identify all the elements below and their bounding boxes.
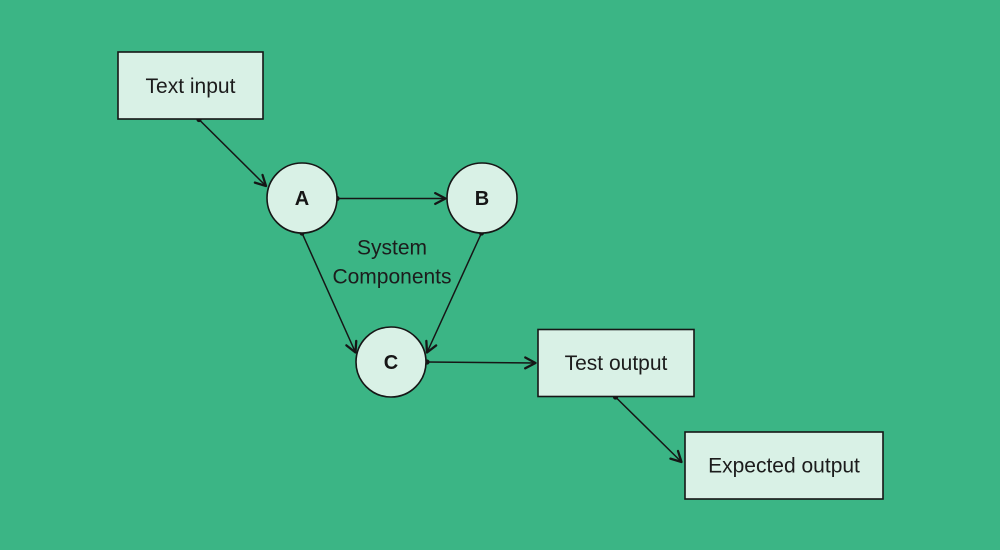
node-text-input: Text input [117, 51, 264, 120]
test-output-label: Test output [565, 352, 668, 375]
node-b-circle [446, 162, 518, 234]
text-input-label: Text input [146, 75, 236, 98]
node-a-label: A [295, 188, 309, 210]
node-c: C [355, 326, 427, 398]
node-b-label: B [475, 188, 489, 210]
expected-output-box [684, 431, 884, 500]
node-expected-output: Expected output [684, 431, 884, 500]
node-c-label: C [384, 352, 398, 374]
edge-line-test-output-to-expected-output [614, 396, 683, 464]
text-input-box [117, 51, 264, 120]
caption-line-1: System [357, 237, 427, 260]
expected-output-label: Expected output [708, 455, 860, 478]
edge-line-text-input-to-a [198, 118, 268, 188]
edge-line-a-to-c [301, 232, 358, 354]
node-b: B [446, 162, 518, 234]
edge-line-b-to-c [425, 232, 483, 354]
edge-line-c-to-test-output [426, 356, 537, 370]
caption-line-2: Components [332, 266, 451, 289]
node-a: A [266, 162, 338, 234]
node-test-output: Test output [537, 328, 695, 398]
node-a-circle [266, 162, 338, 234]
test-output-box [537, 328, 695, 398]
caption-system-components: System Components [332, 237, 451, 289]
node-c-circle [355, 326, 427, 398]
